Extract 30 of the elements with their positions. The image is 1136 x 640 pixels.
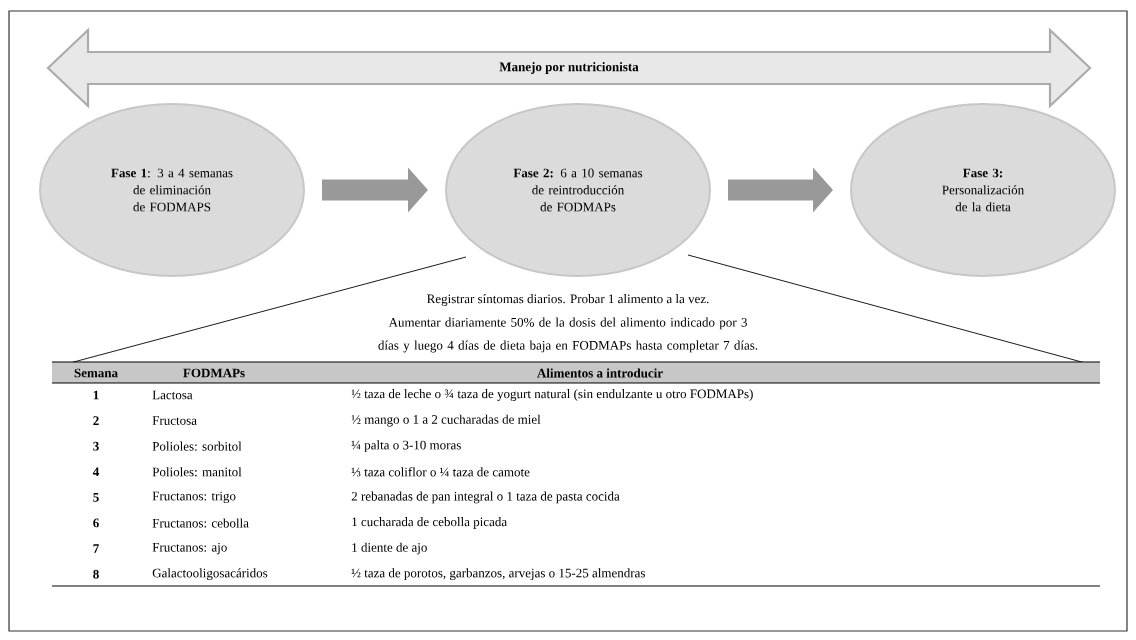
row-number: 7 [93, 544, 99, 553]
fodmap-name: Fructanos: trigo [152, 491, 236, 504]
fodmap-name: Fructosa [152, 416, 197, 425]
fodmap-name: Fructanos: cebolla [152, 518, 249, 528]
fodmap-name: Galactooligosacáridos [152, 568, 268, 581]
column-header: Semana [74, 368, 118, 378]
food-portion: ½ taza de leche o ¾ taza de yogurt natural (sin endulzante u otro FODMAPs) [351, 389, 753, 401]
row-number: 8 [93, 569, 99, 579]
row-number: 3 [93, 441, 99, 451]
instruction-text: Registrar síntomas diarios. Probar 1 alimento a la vez. [427, 294, 709, 306]
row-number: 1 [93, 390, 99, 400]
row-number: 4 [92, 467, 99, 477]
row-number: 5 [93, 493, 99, 502]
fodmap-name: Polioles: sorbitol [152, 441, 242, 451]
food-portion: 1 cucharada de cebolla picada [352, 517, 507, 529]
food-portion: ⅓ taza coliflor o ¼ taza de camote [351, 467, 530, 477]
food-portion: ½ mango o 1 a 2 cucharadas de miel [351, 414, 541, 427]
fodmap-name: Fructanos: ajo [152, 542, 227, 555]
double-arrow-band: Manejo por nutricionista [46, 27, 1092, 109]
instruction-text: Aumentar diariamente 50% de la dosis del alimento indicado por 3 días y luego 4 días de dieta baja en FODMAPs hasta completar 7 días. [378, 317, 758, 353]
food-portion: ½ taza de porotos, garbanzos, arvejas o 15-25 almendras [351, 568, 645, 581]
food-portion: 2 rebanadas de pan integral o 1 taza de pasta cocida [351, 491, 620, 504]
fodmap-name: Polioles: manitol [152, 467, 242, 477]
row-number: 2 [93, 416, 99, 425]
row-number: 6 [93, 518, 99, 528]
column-header: Alimentos a introducir [537, 368, 663, 378]
food-portion: ¼ palta o 3-10 moras [351, 440, 461, 453]
column-header: FODMAPs [183, 368, 245, 378]
food-portion: 1 diente de ajo [352, 542, 427, 555]
fodmap-name: Lactosa [152, 390, 193, 400]
